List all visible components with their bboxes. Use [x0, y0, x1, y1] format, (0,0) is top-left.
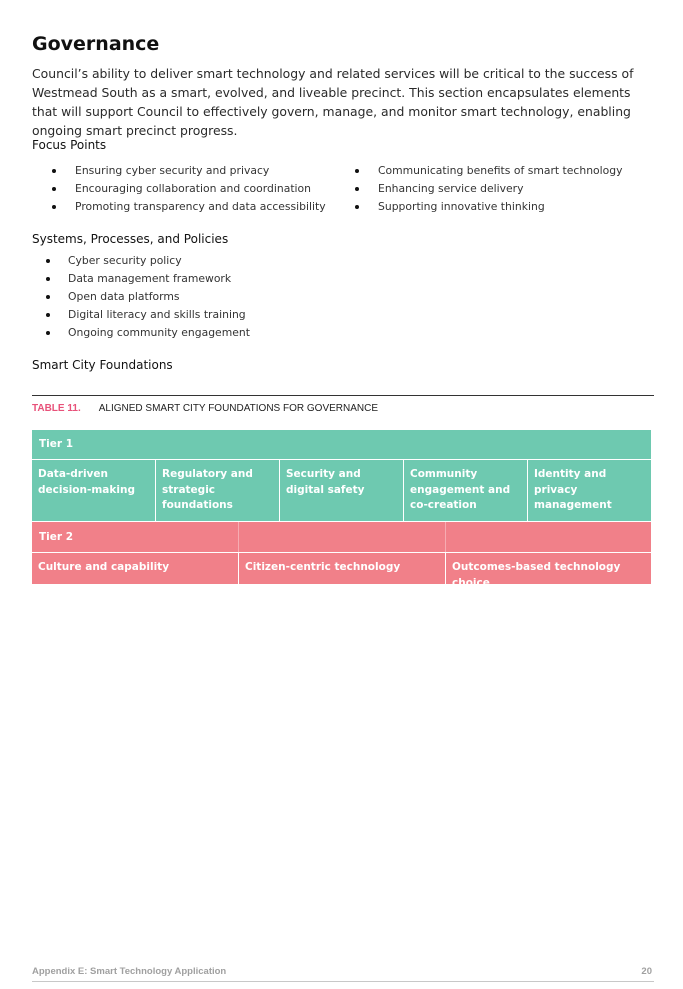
- section-title: Governance: [32, 33, 160, 55]
- bullet-icon: [52, 169, 56, 173]
- tier2-header-blank: [445, 522, 651, 552]
- table-number: TABLE 11.: [32, 403, 81, 414]
- focus-points-right-list: Communicating benefits of smart technolo…: [355, 162, 623, 216]
- tier2-cell: Citizen-centric technology: [238, 553, 445, 584]
- foundations-table: Tier 1 Data-driven decision-making Regul…: [32, 430, 651, 589]
- table-caption: TABLE 11. ALIGNED SMART CITY FOUNDATIONS …: [32, 403, 378, 414]
- bullet-icon: [52, 205, 56, 209]
- footer-text: Appendix E: Smart Technology Application: [32, 966, 227, 977]
- list-item: Communicating benefits of smart technolo…: [355, 162, 623, 180]
- list-item: Promoting transparency and data accessib…: [52, 198, 326, 216]
- table-top-rule: [32, 395, 654, 396]
- foundations-heading: Smart City Foundations: [32, 358, 173, 372]
- tier2-header-row: Tier 2: [32, 521, 651, 552]
- focus-points-left-list: Ensuring cyber security and privacy Enco…: [52, 162, 326, 216]
- systems-list: Cyber security policy Data management fr…: [46, 252, 250, 342]
- list-item: Ensuring cyber security and privacy: [52, 162, 326, 180]
- list-item: Open data platforms: [46, 288, 250, 306]
- bullet-icon: [46, 313, 50, 317]
- list-item: Ongoing community engagement: [46, 324, 250, 342]
- tier1-cell: Data-driven decision-making: [32, 460, 155, 521]
- table-title: ALIGNED SMART CITY FOUNDATIONS FOR GOVER…: [98, 403, 379, 414]
- bullet-icon: [52, 187, 56, 191]
- tier1-header: Tier 1: [32, 430, 651, 459]
- footer-rule: [32, 981, 654, 982]
- tier2-cell: Outcomes-based technology choice: [445, 553, 651, 589]
- systems-heading: Systems, Processes, and Policies: [32, 232, 229, 246]
- tier1-cell: Security and digital safety: [279, 460, 403, 521]
- section-intro: Council’s ability to deliver smart techn…: [32, 66, 634, 138]
- bullet-icon: [355, 169, 359, 173]
- list-item: Enhancing service delivery: [355, 180, 623, 198]
- tier1-cell: Identity and privacy management: [527, 460, 651, 521]
- list-item: Digital literacy and skills training: [46, 306, 250, 324]
- list-item: Data management framework: [46, 270, 250, 288]
- bullet-icon: [46, 331, 50, 335]
- tier1-cell: Regulatory and strategic foundations: [155, 460, 279, 521]
- list-item: Supporting innovative thinking: [355, 198, 623, 216]
- bullet-icon: [46, 259, 50, 263]
- tier2-header: Tier 2: [32, 522, 238, 552]
- list-item: Encouraging collaboration and coordinati…: [52, 180, 326, 198]
- focus-points-heading: Focus Points: [32, 138, 107, 152]
- page-number: 20: [641, 966, 652, 977]
- tier1-row: Data-driven decision-making Regulatory a…: [32, 459, 651, 521]
- bullet-icon: [46, 277, 50, 281]
- bullet-icon: [355, 205, 359, 209]
- bullet-icon: [46, 295, 50, 299]
- tier2-cell: Culture and capability: [32, 553, 238, 584]
- tier2-header-blank: [238, 522, 445, 552]
- list-item: Cyber security policy: [46, 252, 250, 270]
- tier1-cell: Community engagement and co-creation: [403, 460, 527, 521]
- tier2-row: Culture and capability Citizen-centric t…: [32, 552, 651, 589]
- bullet-icon: [355, 187, 359, 191]
